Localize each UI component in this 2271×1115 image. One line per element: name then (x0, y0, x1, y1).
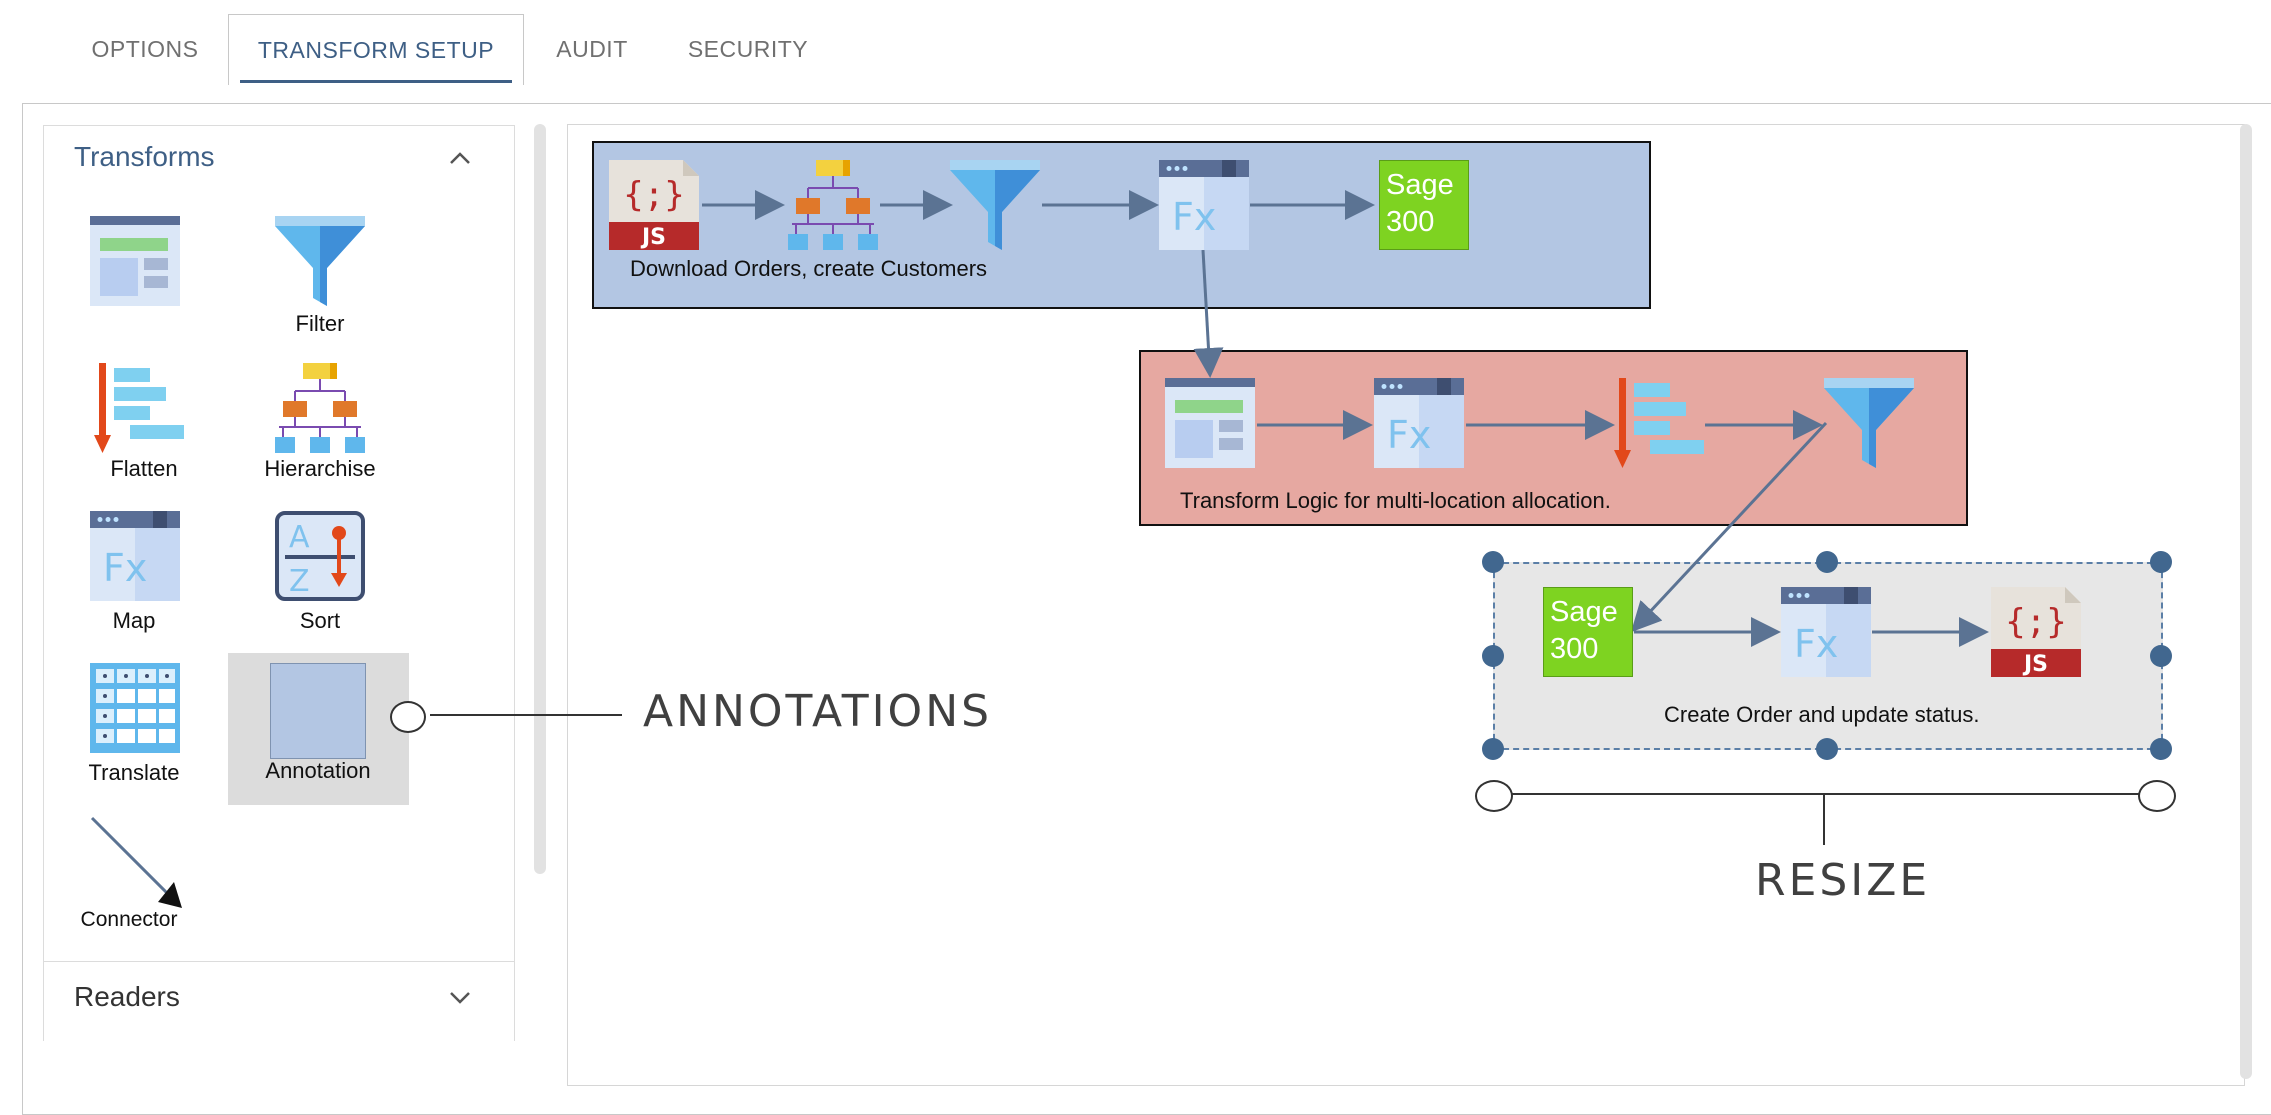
sage-text: Sage (1550, 596, 1618, 628)
map-fx-icon[interactable]: Fx (1159, 160, 1249, 250)
tool-flatten[interactable]: Flatten (64, 358, 204, 488)
resize-handle-top-left[interactable] (1482, 551, 1504, 573)
svg-text:Z: Z (289, 564, 310, 599)
sage-version: 300 (1386, 206, 1435, 238)
tool-label: Flatten (110, 456, 178, 481)
map-fx-icon[interactable]: Fx (1781, 587, 1871, 677)
map-fx-icon[interactable]: Fx (1374, 378, 1464, 468)
sidebar-scrollbar[interactable] (534, 124, 546, 874)
svg-text:A: A (289, 520, 310, 555)
annotation-group-download[interactable] (592, 141, 1651, 309)
svg-text:{;}: {;} (623, 175, 684, 215)
chevron-up-icon[interactable] (449, 151, 471, 165)
active-tab-indicator (240, 80, 512, 83)
svg-text:Fx: Fx (1794, 622, 1838, 666)
annotations-callout: ANNOTATIONS (643, 686, 993, 737)
resize-handle-right[interactable] (2150, 645, 2172, 667)
filter-icon[interactable] (950, 160, 1040, 250)
tab-transform-setup[interactable]: TRANSFORM SETUP (228, 14, 524, 85)
transforms-section-title[interactable]: Transforms (74, 141, 215, 172)
annotation-swatch-icon (270, 663, 366, 759)
resize-handle-bottom-right[interactable] (2150, 738, 2172, 760)
map-fx-icon: Fx (90, 511, 180, 601)
svg-text:Fx: Fx (103, 546, 147, 590)
tool-map[interactable]: Fx Map (64, 511, 204, 641)
tab-options[interactable]: OPTIONS (91, 35, 199, 62)
annotation-label: Download Orders, create Customers (630, 256, 988, 281)
resize-handle-top-right[interactable] (2150, 551, 2172, 573)
tool-label: Filter (295, 311, 345, 336)
resize-callout: RESIZE (1755, 855, 1931, 906)
sage-text: Sage (1386, 169, 1454, 201)
connector-arrow-icon (90, 816, 182, 908)
sort-az-icon: A Z (275, 511, 365, 601)
tool-annotation[interactable]: Annotation (228, 653, 409, 805)
js-script-icon[interactable]: JS {;} (1991, 587, 2081, 677)
filter-icon[interactable] (1824, 378, 1914, 468)
tool-label: Translate (88, 760, 180, 785)
tool-filter[interactable]: Filter (240, 211, 400, 336)
transforms-sidebar: Transforms Filter F (43, 125, 515, 1041)
sage-version: 300 (1550, 633, 1599, 665)
tool-label: Annotation (265, 758, 371, 783)
svg-text:{;}: {;} (2005, 602, 2066, 642)
resize-callout-anchor-left (1475, 780, 1513, 812)
resize-handle-left[interactable] (1482, 645, 1504, 667)
annotations-callout-anchor (390, 701, 426, 733)
table-transform-icon (90, 216, 180, 306)
filter-icon (275, 216, 365, 306)
hierarchy-icon[interactable] (788, 160, 878, 250)
tab-audit[interactable]: AUDIT (556, 35, 628, 62)
canvas-scrollbar[interactable] (2240, 124, 2252, 1079)
tool-translate[interactable]: Translate (64, 663, 204, 793)
tool-table-transform[interactable] (64, 211, 204, 321)
section-divider (44, 961, 514, 962)
tool-label: Hierarchise (264, 456, 376, 481)
svg-text:JS: JS (640, 225, 666, 250)
resize-handle-top[interactable] (1816, 551, 1838, 573)
table-transform-icon[interactable] (1165, 378, 1255, 468)
resize-handle-bottom-left[interactable] (1482, 738, 1504, 760)
annotation-label: Transform Logic for multi-location alloc… (1180, 488, 1611, 513)
flatten-icon (94, 363, 184, 453)
translate-grid-icon (90, 663, 180, 753)
resize-handle-bottom[interactable] (1816, 738, 1838, 760)
annotation-label: Create Order and update status. (1664, 702, 1980, 727)
svg-text:Fx: Fx (1387, 413, 1431, 457)
tool-label: Map (112, 608, 156, 633)
resize-callout-anchor-right (2138, 780, 2176, 812)
svg-text:JS: JS (2022, 652, 2048, 677)
tool-hierarchise[interactable]: Hierarchise (240, 358, 400, 488)
sage-300-icon[interactable]: Sage 300 (1543, 587, 1633, 677)
js-script-icon[interactable]: JS {;} (609, 160, 699, 250)
tab-security[interactable]: SECURITY (687, 35, 809, 62)
tool-label: Connector (80, 908, 178, 931)
readers-section-title[interactable]: Readers (74, 981, 180, 1012)
tool-connector[interactable]: Connector (64, 816, 214, 946)
tool-sort[interactable]: A Z Sort (240, 511, 400, 641)
hierarchy-icon (275, 363, 365, 453)
chevron-down-icon[interactable] (449, 991, 471, 1005)
sage-300-icon[interactable]: Sage 300 (1379, 160, 1469, 250)
tool-label: Sort (299, 608, 341, 633)
svg-text:Fx: Fx (1172, 195, 1216, 239)
flatten-icon[interactable] (1614, 378, 1704, 468)
